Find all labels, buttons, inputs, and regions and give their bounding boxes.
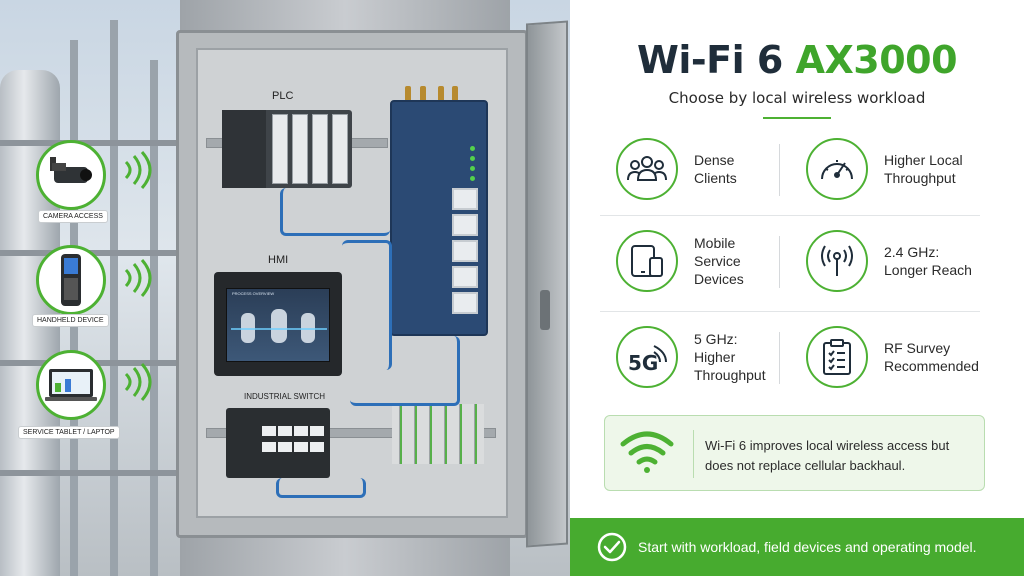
title-underline	[763, 117, 831, 119]
feature-label: Dense Clients	[694, 152, 737, 186]
feature-dense-clients: Dense Clients	[616, 138, 737, 200]
speedometer-icon	[806, 138, 868, 200]
title-accent: AX3000	[795, 38, 958, 82]
ethernet-port	[452, 188, 478, 210]
wireless-waves-icon	[124, 363, 152, 401]
info-note: Wi-Fi 6 improves local wireless access b…	[604, 415, 985, 491]
switch-label: INDUSTRIAL SWITCH	[244, 392, 326, 401]
wifi-icon	[620, 431, 674, 473]
plc-unit	[222, 110, 352, 188]
plant-structure	[150, 60, 158, 576]
tablet-laptop-icon	[45, 369, 97, 401]
row-divider	[600, 311, 980, 312]
industrial-switch	[226, 408, 330, 478]
feature-label: RF Survey Recommended	[884, 340, 979, 374]
info-panel: Wi-Fi 6 AX3000 Choose by local wireless …	[570, 0, 1024, 576]
5g-signal-icon: 5G	[616, 326, 678, 388]
svg-text:5G: 5G	[628, 351, 658, 374]
column-divider	[779, 236, 780, 288]
service-tablet-label: SERVICE TABLET / LAPTOP	[18, 426, 120, 439]
status-led	[470, 176, 475, 181]
door-handle	[540, 290, 550, 330]
network-cable	[280, 188, 390, 236]
check-circle-icon	[597, 532, 627, 562]
note-text: Wi-Fi 6 improves local wireless access b…	[705, 438, 950, 473]
handheld-device-label: HANDHELD DEVICE	[32, 314, 109, 327]
feature-label: 2.4 GHz: Longer Reach	[884, 244, 972, 278]
page-subtitle: Choose by local wireless workload	[668, 89, 926, 107]
camera-access-label: CAMERA ACCESS	[38, 210, 108, 223]
pipe	[0, 470, 180, 476]
camera-device	[36, 140, 106, 210]
handheld-scanner-icon	[61, 254, 81, 306]
antenna	[420, 86, 426, 106]
footer-banner: Start with workload, field devices and o…	[570, 518, 1024, 576]
users-group-icon	[616, 138, 678, 200]
tablet-device	[36, 350, 106, 420]
feature-label: Higher Local Throughput	[884, 152, 963, 186]
antenna-signal-icon	[806, 230, 868, 292]
network-cable	[350, 336, 460, 406]
plc-label: PLC	[272, 90, 294, 102]
feature-mobile-service-devices: Mobile Service Devices	[616, 230, 744, 292]
ethernet-port	[452, 240, 478, 262]
cabinet-door	[526, 20, 568, 548]
status-led	[470, 166, 475, 171]
network-cable	[342, 240, 392, 370]
page-title: Wi-Fi 6 AX3000	[570, 38, 1024, 82]
feature-2-4ghz: 2.4 GHz: Longer Reach	[806, 230, 972, 292]
tablet-phone-icon	[616, 230, 678, 292]
hmi-screen	[226, 288, 330, 362]
wireless-waves-icon	[124, 259, 152, 297]
hmi-label: HMI	[268, 254, 289, 266]
network-cable	[276, 478, 366, 498]
feature-label: 5 GHz: Higher Throughput	[694, 331, 766, 383]
title-main: Wi-Fi 6	[636, 38, 796, 82]
feature-higher-local-throughput: Higher Local Throughput	[806, 138, 963, 200]
feature-5ghz: 5G 5 GHz: Higher Throughput	[616, 326, 766, 388]
row-divider	[600, 215, 980, 216]
feature-rf-survey: RF Survey Recommended	[806, 326, 979, 388]
feature-label: Mobile Service Devices	[694, 235, 744, 287]
antenna	[405, 86, 411, 106]
status-led	[470, 156, 475, 161]
plant-structure	[110, 20, 118, 576]
ethernet-port	[452, 292, 478, 314]
footer-text: Start with workload, field devices and o…	[638, 539, 977, 555]
pipe	[0, 140, 180, 146]
status-led	[470, 146, 475, 151]
antenna	[438, 86, 444, 106]
ethernet-port	[452, 214, 478, 236]
hmi-screen-title: PROCESS OVERVIEW	[232, 291, 275, 296]
din-rail	[206, 428, 496, 438]
wireless-waves-icon	[124, 151, 152, 189]
industrial-cabinet-illustration: PLC HMI PROCESS OVERVIEW INDUSTRIAL SWIT…	[0, 0, 570, 576]
note-divider	[693, 430, 694, 478]
terminal-blocks	[392, 404, 484, 464]
clipboard-checklist-icon	[806, 326, 868, 388]
antenna	[452, 86, 458, 106]
camera-icon	[50, 157, 92, 183]
handheld-device	[36, 245, 106, 315]
ethernet-port	[452, 266, 478, 288]
column-divider	[779, 332, 780, 384]
column-divider	[779, 144, 780, 196]
